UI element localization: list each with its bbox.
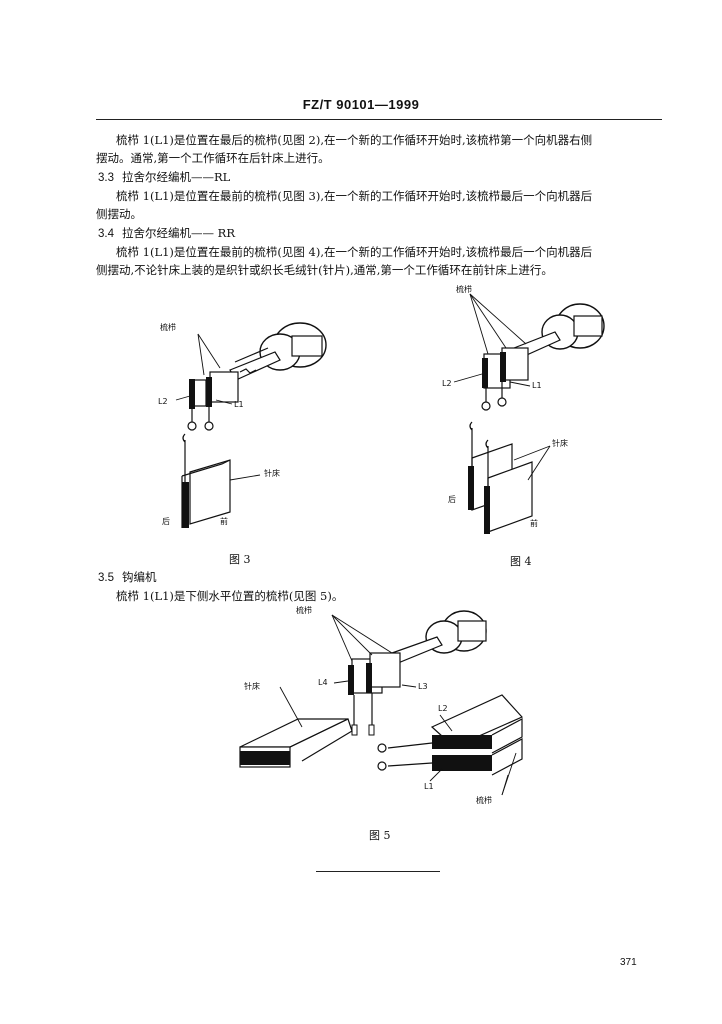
header-rule (96, 119, 662, 120)
standard-number-header: FZ/T 90101—1999 (302, 97, 420, 112)
label-guide-bar: 梳栉 (456, 284, 472, 294)
figure-4-diagram: 梳栉 L2 L1 针床 后 前 (442, 284, 605, 534)
figure-3-diagram: 梳栉 L2 L1 针床 后 前 (158, 322, 327, 528)
paragraph-line: 梳栉 1(L1)是位置在最后的梳栉(见图 2),在一个新的工作循环开始时,该梳栉… (116, 133, 593, 147)
page-number: 371 (620, 957, 637, 968)
label-guide-bar-top: 梳栉 (296, 605, 312, 615)
label-guide-bar-bottom: 梳栉 (476, 795, 492, 805)
paragraph-line: 梳栉 1(L1)是下侧水平位置的梳栉(见图 5)。 (116, 589, 344, 603)
label-L1: L1 (532, 381, 542, 390)
paragraph-line: 梳栉 1(L1)是位置在最前的梳栉(见图 4),在一个新的工作循环开始时,该梳栉… (116, 245, 593, 259)
paragraph-line: 摆动。通常,第一个工作循环在后针床上进行。 (96, 151, 330, 165)
label-L4: L4 (318, 678, 328, 687)
label-needle-bed: 针床 (264, 468, 280, 478)
section-heading-3-3: 3.3 拉舍尔经编机——RL (98, 168, 230, 187)
label-front: 前 (220, 516, 228, 526)
section-number: 3.5 (98, 572, 114, 584)
label-back: 后 (162, 516, 170, 526)
label-L2: L2 (442, 379, 452, 388)
figure-3-caption: 图 3 (229, 553, 251, 566)
footer-rule (316, 871, 440, 872)
label-L1: L1 (424, 782, 434, 791)
section-number: 3.4 (98, 228, 114, 240)
label-needle-bed: 针床 (552, 438, 568, 448)
paragraph-line: 侧摆动。 (96, 207, 142, 221)
figure-4-caption: 图 4 (510, 555, 532, 568)
label-back: 后 (448, 494, 456, 504)
paragraph-line: 梳栉 1(L1)是位置在最前的梳栉(见图 3),在一个新的工作循环开始时,该梳栉… (116, 189, 593, 203)
figure-5-caption: 图 5 (369, 829, 391, 842)
section-title: 拉舍尔经编机——RL (122, 170, 231, 184)
label-L2: L2 (158, 397, 168, 406)
label-L3: L3 (418, 682, 428, 691)
section-heading-3-4: 3.4 拉舍尔经编机—— RR (98, 224, 235, 243)
figure-5-diagram: 梳栉 L4 L3 针床 L2 L1 梳栉 (239, 605, 524, 805)
paragraph-line: 侧摆动,不论针床上装的是织针或织长毛绒针(针片),通常,第一个工作循环在前针床上… (96, 263, 553, 277)
section-title: 钩编机 (122, 570, 157, 584)
section-title: 拉舍尔经编机—— RR (122, 226, 235, 240)
label-needle-bed: 针床 (244, 681, 260, 691)
section-number: 3.3 (98, 172, 114, 184)
section-heading-3-5: 3.5 钩编机 (98, 568, 157, 587)
label-L1: L1 (234, 400, 244, 409)
label-front: 前 (530, 518, 538, 528)
label-guide-bar: 梳栉 (160, 322, 176, 332)
label-L2: L2 (438, 704, 448, 713)
